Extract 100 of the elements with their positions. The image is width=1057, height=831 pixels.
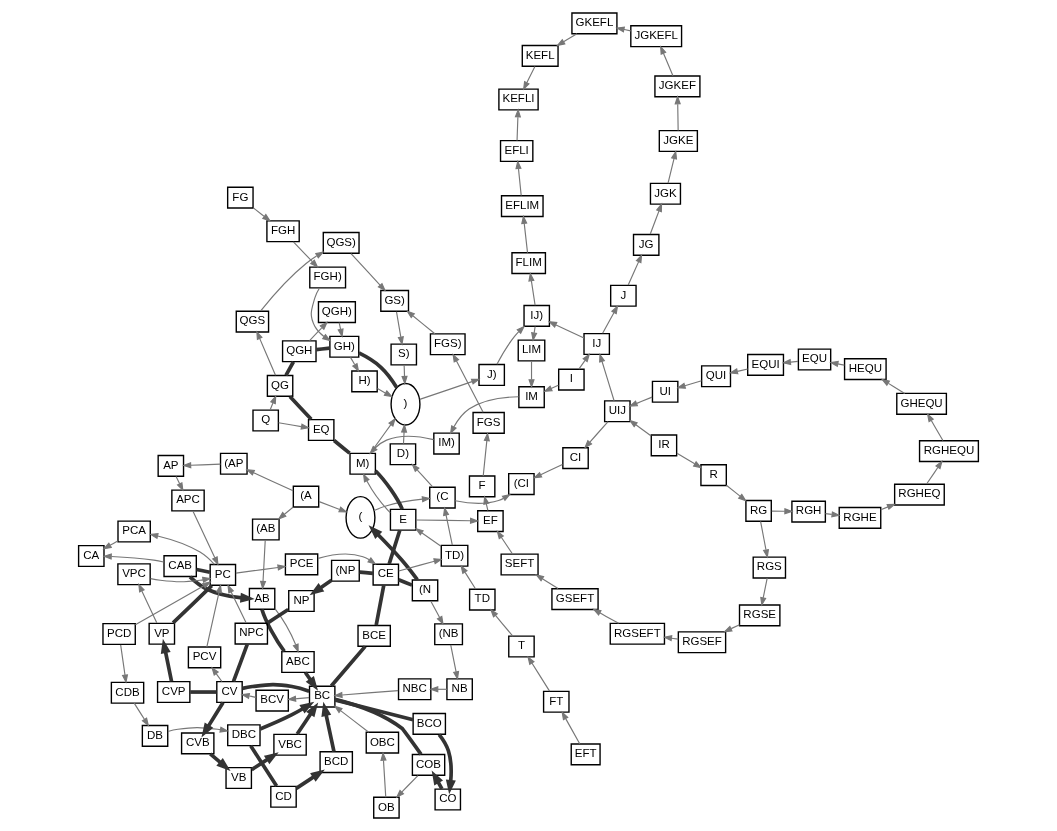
node-box: APC (171, 489, 205, 512)
node-box: JG (632, 233, 660, 256)
node-box: GH) (329, 335, 360, 358)
node-box: CD (270, 785, 297, 808)
arrow (674, 95, 681, 132)
arrow (728, 368, 749, 375)
connector (315, 346, 330, 352)
connector (359, 570, 374, 576)
arrow (411, 463, 434, 488)
arrow (274, 607, 299, 653)
node-box: OB (373, 796, 400, 819)
node-box: PC (209, 563, 237, 586)
arrow (240, 692, 257, 700)
arrow (725, 484, 747, 502)
node-box: QUI (700, 365, 732, 388)
node-box: EFLIM (500, 195, 544, 218)
node-box: PCE (284, 553, 319, 576)
connector (329, 645, 367, 688)
node-box: RGSEF (677, 631, 727, 654)
node-box: RGS (752, 556, 787, 579)
arrow (496, 325, 526, 365)
arrow (102, 540, 119, 550)
node-box: GHEQU (896, 392, 948, 415)
arrow (482, 431, 490, 477)
node-box: RGHEQU (918, 440, 980, 463)
arrow (337, 322, 344, 338)
arrow (522, 65, 536, 91)
arrow (880, 503, 897, 511)
node-box: (C (429, 486, 456, 509)
node-box: E (389, 508, 417, 531)
node-box: BCD (319, 751, 354, 774)
node-box: AB (248, 587, 276, 610)
arrow (150, 576, 212, 584)
arrow (369, 435, 435, 455)
arrow (318, 501, 348, 513)
arrow (370, 417, 396, 454)
node-box: RGSE (738, 604, 781, 627)
arrow (167, 726, 229, 733)
arrow (483, 495, 490, 512)
connector (231, 643, 250, 682)
node-box: CAB (163, 555, 197, 578)
arrow (400, 423, 408, 445)
node-box: PCD (102, 622, 136, 646)
arrow (309, 321, 329, 342)
connector (358, 351, 399, 389)
node-box: FG (227, 186, 254, 209)
arrow (627, 253, 643, 286)
arrow (454, 493, 512, 504)
node-box: GS) (380, 289, 410, 312)
connector (171, 584, 214, 625)
arrow (430, 600, 444, 626)
arrow (120, 644, 129, 684)
connector (332, 439, 351, 455)
node-box: FLIM (511, 252, 547, 275)
node-box: SEFT (500, 553, 539, 576)
connector (288, 395, 313, 421)
arrow (192, 510, 219, 566)
node-box: QGS) (322, 231, 360, 254)
node-box: ABC (281, 650, 315, 674)
node-box: COB (411, 753, 446, 776)
connector (284, 360, 296, 377)
node-box: CI (562, 447, 589, 470)
node-box: CVP (156, 680, 191, 704)
arrow (398, 558, 443, 572)
node-box: PCA (117, 520, 151, 543)
arrow (256, 330, 277, 376)
node-box: IM (518, 386, 545, 409)
arrow (227, 584, 247, 624)
arrow (321, 701, 336, 752)
node-box: KEFLI (498, 88, 539, 111)
arrow (602, 304, 619, 334)
arrow (829, 360, 845, 368)
arrow (175, 475, 184, 492)
arrow (235, 564, 287, 574)
arrow (211, 666, 223, 683)
arrow (547, 321, 585, 339)
node-box: FT (542, 690, 570, 713)
connector (374, 469, 404, 510)
arrow (376, 388, 394, 398)
node-box: EF (477, 510, 504, 533)
arrow (295, 702, 319, 736)
arrow (824, 511, 841, 518)
node-box: HEQU (843, 358, 887, 381)
arrow (149, 532, 215, 566)
arrow (206, 583, 223, 648)
node-box: EQ (307, 418, 335, 442)
arrow (556, 33, 578, 47)
node-box: CDB (110, 681, 145, 704)
node-box: (NB (434, 623, 464, 646)
node-box: IR (650, 434, 678, 457)
node-box: Q (252, 409, 280, 432)
node-box: IM) (433, 432, 460, 455)
connector (266, 608, 290, 625)
node-box: QGH) (317, 301, 357, 324)
arrow (514, 108, 522, 142)
node-box: LIM (517, 339, 546, 362)
node-box: JGKEFL (630, 25, 683, 48)
arrow (531, 325, 538, 342)
arrow (102, 553, 165, 563)
arrow (521, 214, 529, 254)
